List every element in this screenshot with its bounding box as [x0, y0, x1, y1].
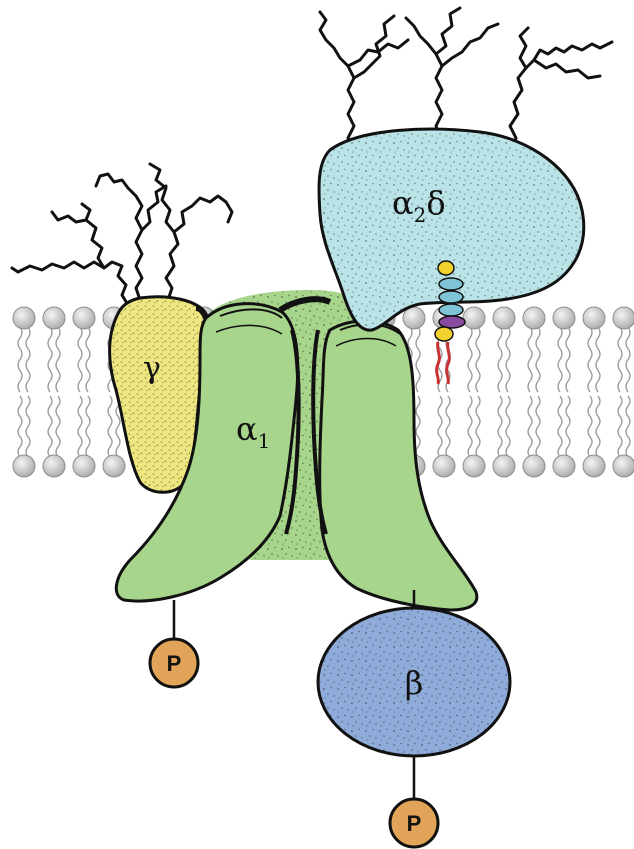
lipid-tail [438, 396, 442, 457]
lipid-tail [468, 396, 472, 457]
lipid-tail [78, 327, 82, 392]
lipid-tail [446, 396, 450, 457]
lipid-head [13, 455, 35, 477]
lipid-head [463, 455, 485, 477]
lipid-head [553, 455, 575, 477]
lipid-tail [48, 327, 52, 392]
lipid-head [493, 455, 515, 477]
phosphate-label-2: P [407, 811, 422, 836]
lipid-tail [618, 396, 622, 457]
lipid-tail [56, 327, 60, 392]
lipid-tail [26, 327, 30, 392]
lipid-head [613, 455, 634, 477]
alpha1-subscript: 1 [258, 429, 271, 453]
lipid-tail [18, 327, 22, 392]
lipid-tail [528, 396, 532, 457]
lipid-head [463, 307, 485, 329]
lipid-head [523, 307, 545, 329]
lipid-head [523, 455, 545, 477]
lipid-tail [566, 396, 570, 457]
lipid-tail [78, 396, 82, 457]
lipid-tail [626, 396, 630, 457]
lipid-tail [566, 327, 570, 392]
lipid-head [13, 307, 35, 329]
lipid-tail [476, 327, 480, 392]
lipid-head [43, 307, 65, 329]
lipid-head [583, 455, 605, 477]
lipid-tail [108, 396, 112, 457]
lipid-head [433, 455, 455, 477]
lipid-tail [476, 396, 480, 457]
lipid-tail [558, 327, 562, 392]
lipid-tail [86, 396, 90, 457]
lipid-tail [596, 327, 600, 392]
lipid-tail [596, 396, 600, 457]
alpha2-letter: α [392, 184, 414, 222]
lipid-tail [588, 396, 592, 457]
lipid-head [73, 455, 95, 477]
lipid-tail [588, 327, 592, 392]
lipid-tail [626, 327, 630, 392]
lipid-tail [86, 327, 90, 392]
delta-letter: δ [426, 184, 445, 222]
lipid-tail [618, 327, 622, 392]
lipid-tail [498, 396, 502, 457]
lipid-tail [536, 396, 540, 457]
lipid-tail [528, 327, 532, 392]
lipid-tail [416, 327, 420, 392]
lipid-head [493, 307, 515, 329]
phosphate-label-1: P [167, 651, 182, 676]
lipid-head [43, 455, 65, 477]
lipid-head [73, 307, 95, 329]
alpha2-subscript: 2 [414, 203, 427, 227]
lipid-tail [468, 327, 472, 392]
lipid-tail [26, 396, 30, 457]
lipid-tail [536, 327, 540, 392]
gamma-glycosylation-chains [12, 164, 232, 305]
lipid-tail [48, 396, 52, 457]
lipid-head [613, 307, 634, 329]
lipid-tail [18, 396, 22, 457]
lipid-tail [558, 396, 562, 457]
phosphate-p2: P [390, 799, 438, 847]
alpha1-letter: α [236, 410, 258, 448]
lipid-head [583, 307, 605, 329]
lipid-head [103, 455, 125, 477]
alpha2delta-glycosylation-chains [320, 8, 612, 150]
lipid-tail [498, 327, 502, 392]
phosphate-p1: P [150, 639, 198, 687]
lipid-head [553, 307, 575, 329]
gamma-label: γ [143, 351, 161, 386]
lipid-tail [506, 327, 510, 392]
lipid-tail [56, 396, 60, 457]
lipid-tail [416, 396, 420, 457]
beta-label: β [405, 664, 424, 702]
lipid-tail [506, 396, 510, 457]
